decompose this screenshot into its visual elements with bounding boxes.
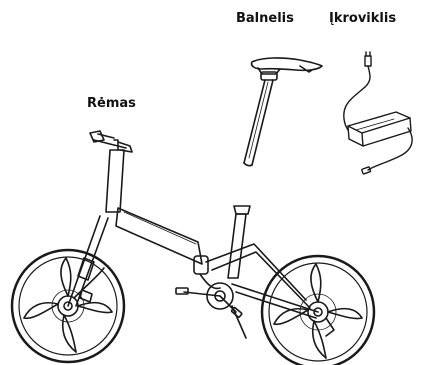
charger-adapter-icon <box>344 52 412 174</box>
folding-bike-icon <box>12 131 374 365</box>
saddle-seatpost-icon <box>244 58 322 166</box>
